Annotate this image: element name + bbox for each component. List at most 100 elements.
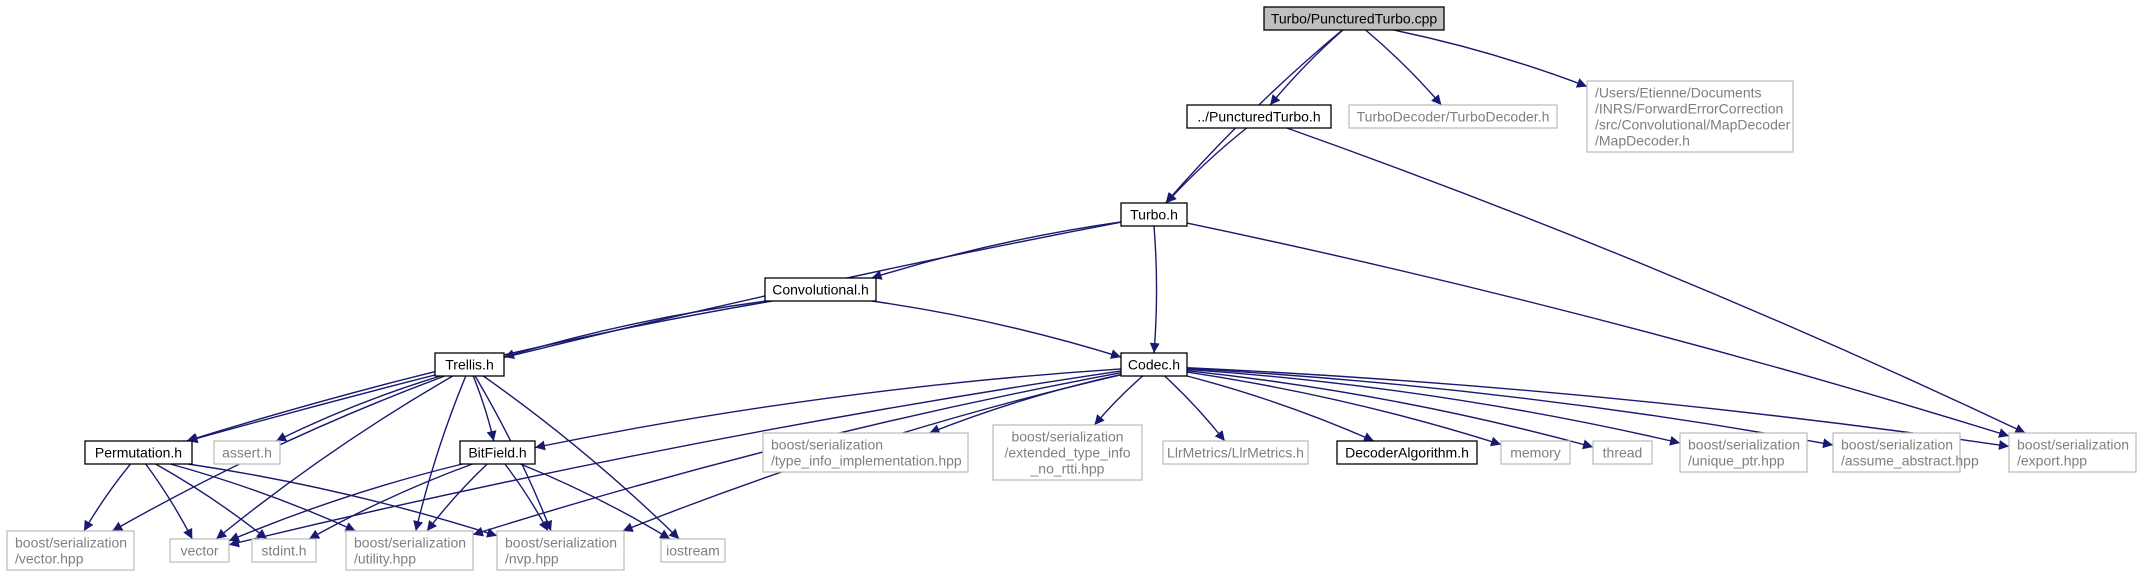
include-arrow — [1186, 371, 1502, 447]
include-arrow — [1365, 29, 1442, 106]
include-arrow — [1149, 225, 1160, 354]
node-label-line: boost/serialization — [15, 535, 127, 551]
edge-permutation_h-to-stdint_h — [155, 463, 268, 540]
include-arrow — [187, 463, 498, 538]
edge-codec_h-to-llr_metrics — [1164, 375, 1226, 442]
edge-convolutional_h-to-codec_h — [871, 300, 1122, 359]
node-nvp-hpp: boost/serialization/nvp.hpp — [496, 530, 625, 571]
node-box — [84, 440, 193, 465]
include-arrow — [1286, 127, 2026, 434]
include-arrow — [426, 463, 488, 532]
include-arrow — [472, 375, 497, 442]
node-label-line: boost/serialization — [2017, 437, 2129, 453]
include-arrow — [871, 300, 1122, 359]
include-arrow — [170, 463, 356, 532]
include-arrow — [1165, 127, 1248, 204]
node-label-line: stdint.h — [261, 543, 306, 559]
node-box — [1120, 352, 1188, 377]
edge-permutation_h-to-utility_hpp — [170, 463, 356, 532]
node-label-line: /MapDecoder.h — [1595, 133, 1690, 149]
node-box — [1592, 440, 1653, 465]
node-label-line: Trellis.h — [445, 357, 494, 373]
node-vector: vector — [169, 538, 230, 563]
node-llr-metrics: LlrMetrics/LlrMetrics.h — [1162, 440, 1309, 465]
edge-permutation_h-to-vector_hpp — [83, 463, 132, 532]
edge-codec_h-to-unique_ptr — [1186, 368, 1681, 446]
include-arrow — [1164, 375, 1226, 442]
node-label-line: boost/serialization — [771, 437, 883, 453]
nodes-layer: Turbo/PuncturedTurbo.cpp ../PuncturedTurb… — [6, 6, 2137, 571]
node-box — [1263, 6, 1445, 31]
edge-punctured_turbo_h-to-export_hpp — [1286, 127, 2026, 434]
node-permutation-h[interactable]: Permutation.h — [84, 440, 193, 465]
edge-codec_h-to-thread — [1186, 370, 1594, 450]
edge-permutation_h-to-vector — [145, 463, 193, 540]
node-turbo-h[interactable]: Turbo.h — [1120, 202, 1188, 227]
node-label-line: /export.hpp — [2017, 453, 2087, 469]
node-label-line: BitField.h — [468, 445, 526, 461]
include-arrow — [1186, 367, 2010, 450]
node-label-line: /Users/Etienne/Documents — [1595, 85, 1762, 101]
node-box — [169, 538, 230, 563]
node-box — [1679, 432, 1808, 473]
node-label-line: /vector.hpp — [15, 551, 84, 567]
node-convolutional-h[interactable]: Convolutional.h — [764, 277, 877, 302]
edge-trellis_h-to-utility_hpp — [413, 375, 467, 532]
node-label-line: iostream — [666, 543, 720, 559]
node-vector-hpp: boost/serialization/vector.hpp — [6, 530, 135, 571]
node-box — [496, 530, 625, 571]
node-box — [764, 277, 877, 302]
node-map-decoder-h: /Users/Etienne/Documents/INRS/ForwardErr… — [1586, 80, 1794, 153]
node-box — [1336, 440, 1478, 465]
edge-punctured_turbo_h-to-turbo_h — [1165, 127, 1248, 204]
edge-codec_h-to-bitfield_h — [534, 368, 1122, 451]
node-label-line: _no_rtti.hpp — [1030, 461, 1105, 477]
node-box — [1586, 80, 1794, 153]
node-punctured-turbo-h[interactable]: ../PuncturedTurbo.h — [1186, 104, 1332, 129]
node-label-line: /nvp.hpp — [505, 551, 559, 567]
node-label-line: /INRS/ForwardErrorCorrection — [1595, 101, 1783, 117]
include-arrow — [145, 463, 193, 540]
node-label-line: Convolutional.h — [772, 282, 869, 298]
node-codec-h[interactable]: Codec.h — [1120, 352, 1188, 377]
edge-codec_h-to-memory — [1186, 371, 1502, 447]
node-label-line: assert.h — [222, 445, 272, 461]
include-arrow — [1269, 29, 1344, 106]
node-box — [1832, 432, 1961, 473]
node-assert-h: assert.h — [213, 440, 281, 465]
include-arrow — [1186, 370, 1594, 450]
node-label-line: Codec.h — [1128, 357, 1180, 373]
node-decoder-algorithm[interactable]: DecoderAlgorithm.h — [1336, 440, 1478, 465]
node-label-line: Turbo/PuncturedTurbo.cpp — [1271, 11, 1437, 27]
node-label-line: /unique_ptr.hpp — [1688, 453, 1785, 469]
include-arrow — [1186, 222, 2010, 438]
edge-codec_h-to-decoder_algorithm — [1186, 375, 1375, 442]
node-root: Turbo/PuncturedTurbo.cpp — [1263, 6, 1445, 31]
node-bitfield-h[interactable]: BitField.h — [459, 440, 536, 465]
node-label-line: /extended_type_info — [1004, 445, 1130, 461]
node-box — [762, 432, 969, 473]
include-arrow — [228, 370, 1122, 548]
node-thread: thread — [1592, 440, 1653, 465]
include-arrow — [308, 463, 473, 540]
include-arrow — [1186, 375, 1375, 442]
include-arrow — [215, 375, 454, 540]
node-box — [1162, 440, 1309, 465]
node-box — [1500, 440, 1571, 465]
node-trellis-h[interactable]: Trellis.h — [434, 352, 505, 377]
node-label-line: Permutation.h — [95, 445, 182, 461]
node-label-line: boost/serialization — [1688, 437, 1800, 453]
include-arrow — [520, 463, 671, 540]
edge-root-to-punctured_turbo_h — [1269, 29, 1344, 106]
node-label-line: /assume_abstract.hpp — [1841, 453, 1979, 469]
node-box — [992, 424, 1143, 481]
edge-bitfield_h-to-iostream — [520, 463, 671, 540]
include-arrow — [187, 221, 1122, 444]
edge-permutation_h-to-nvp_hpp — [187, 463, 498, 538]
edge-root-to-turbo_decoder_h — [1365, 29, 1442, 106]
node-stdint-h: stdint.h — [251, 538, 317, 563]
node-unique-ptr: boost/serialization/unique_ptr.hpp — [1679, 432, 1808, 473]
edge-trellis_h-to-assert_h — [275, 375, 441, 442]
node-turbo-decoder-h: TurboDecoder/TurboDecoder.h — [1348, 104, 1558, 129]
